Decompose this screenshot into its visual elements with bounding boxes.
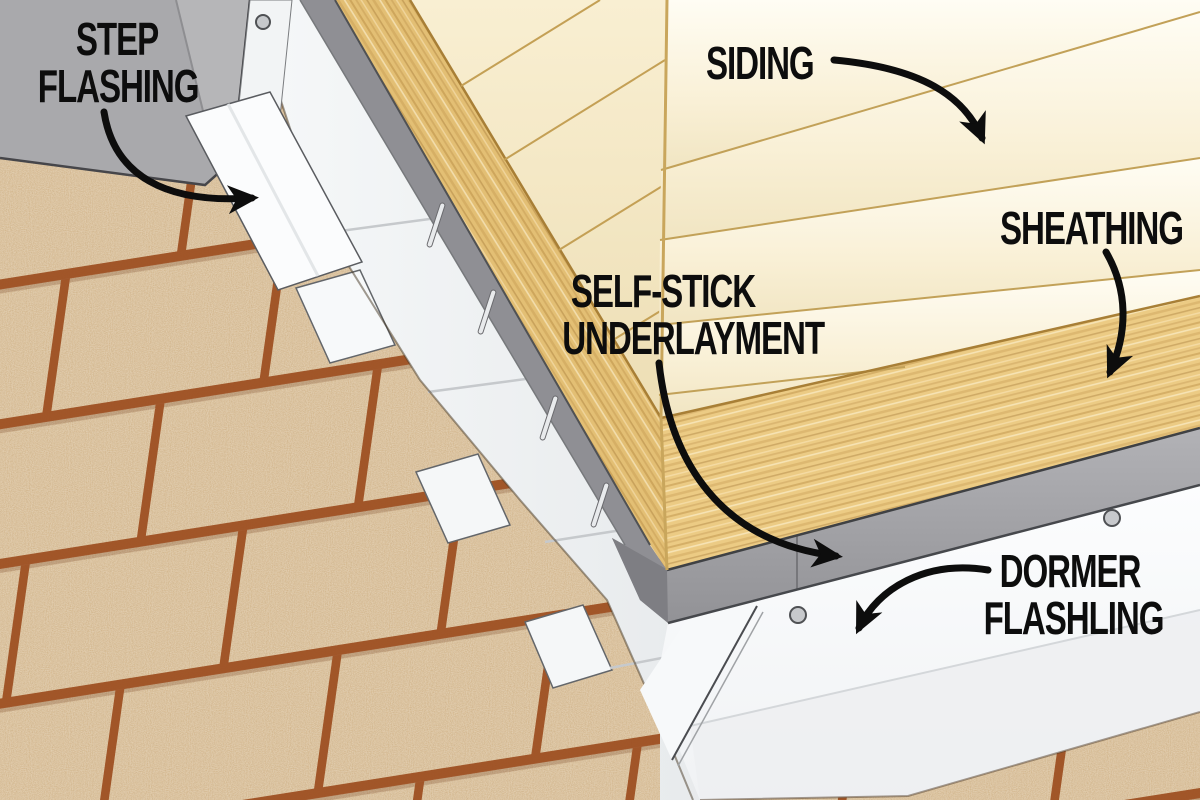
upper-wall [0,0,364,291]
nail-icon [255,14,271,30]
step-flashing-step-piece [414,453,512,544]
apron-bottom-edge [699,711,1200,800]
step-flashing-step-piece [294,269,397,364]
siding-left-cut-edge [408,0,663,419]
sheathing-label: SHEATHING [1000,202,1184,254]
apron-fold-line [689,609,1200,727]
step-flashing-step-piece [523,604,614,689]
step-flashing-seams [332,216,673,670]
siding-label: SIDING [706,37,815,89]
dormer-flashing-label: DORMER FLASHLING [983,545,1165,644]
dormer-left-wall [299,0,668,623]
sheathing-left-bottom-edge [334,0,651,546]
dormer-flashing-arrow [855,564,992,635]
callout-arrows [100,56,1134,635]
flashing-underlayment-edge [299,0,626,546]
siding-board [659,270,1200,418]
siding-left-board-lines [460,0,666,341]
step-flashing-band [247,0,712,800]
corner-fold-panel [640,600,757,760]
self-stick-underlayment-arrow [655,359,843,568]
corner-fold-crease-2 [677,611,764,767]
underlayment-front-band [667,428,1200,623]
nail-icon [1103,509,1121,527]
nail-icon [789,606,807,624]
siding-board-edges [658,11,1200,396]
siding-left [410,0,667,418]
underlayment-corner-wrap [612,538,668,623]
dormer-corner-edge [659,0,669,571]
siding-front-cut-edge [660,294,1200,420]
step-flashing-piece-fold [226,103,320,277]
self-stick-underlayment-label: SELF-STICK UNDERLAYMENT [562,265,825,364]
siding-arrow [830,56,986,145]
siding-board [660,12,1200,240]
step-flashing-slots [426,202,610,528]
step-flashing-arrow [100,108,259,215]
sheathing-bottom-edge [666,426,1200,572]
sheathing-front-grain [661,296,1200,570]
underlayment-bottom-edge [667,483,1200,625]
sheathing-arrow [1102,248,1134,379]
dormer-front-wall [640,0,1200,800]
step-flashing-vertical-leg [248,0,712,800]
apron-roof-leg [690,610,1200,800]
step-flashing-label: STEP FLASHING [37,13,200,112]
corner-fold-crease [671,605,758,761]
